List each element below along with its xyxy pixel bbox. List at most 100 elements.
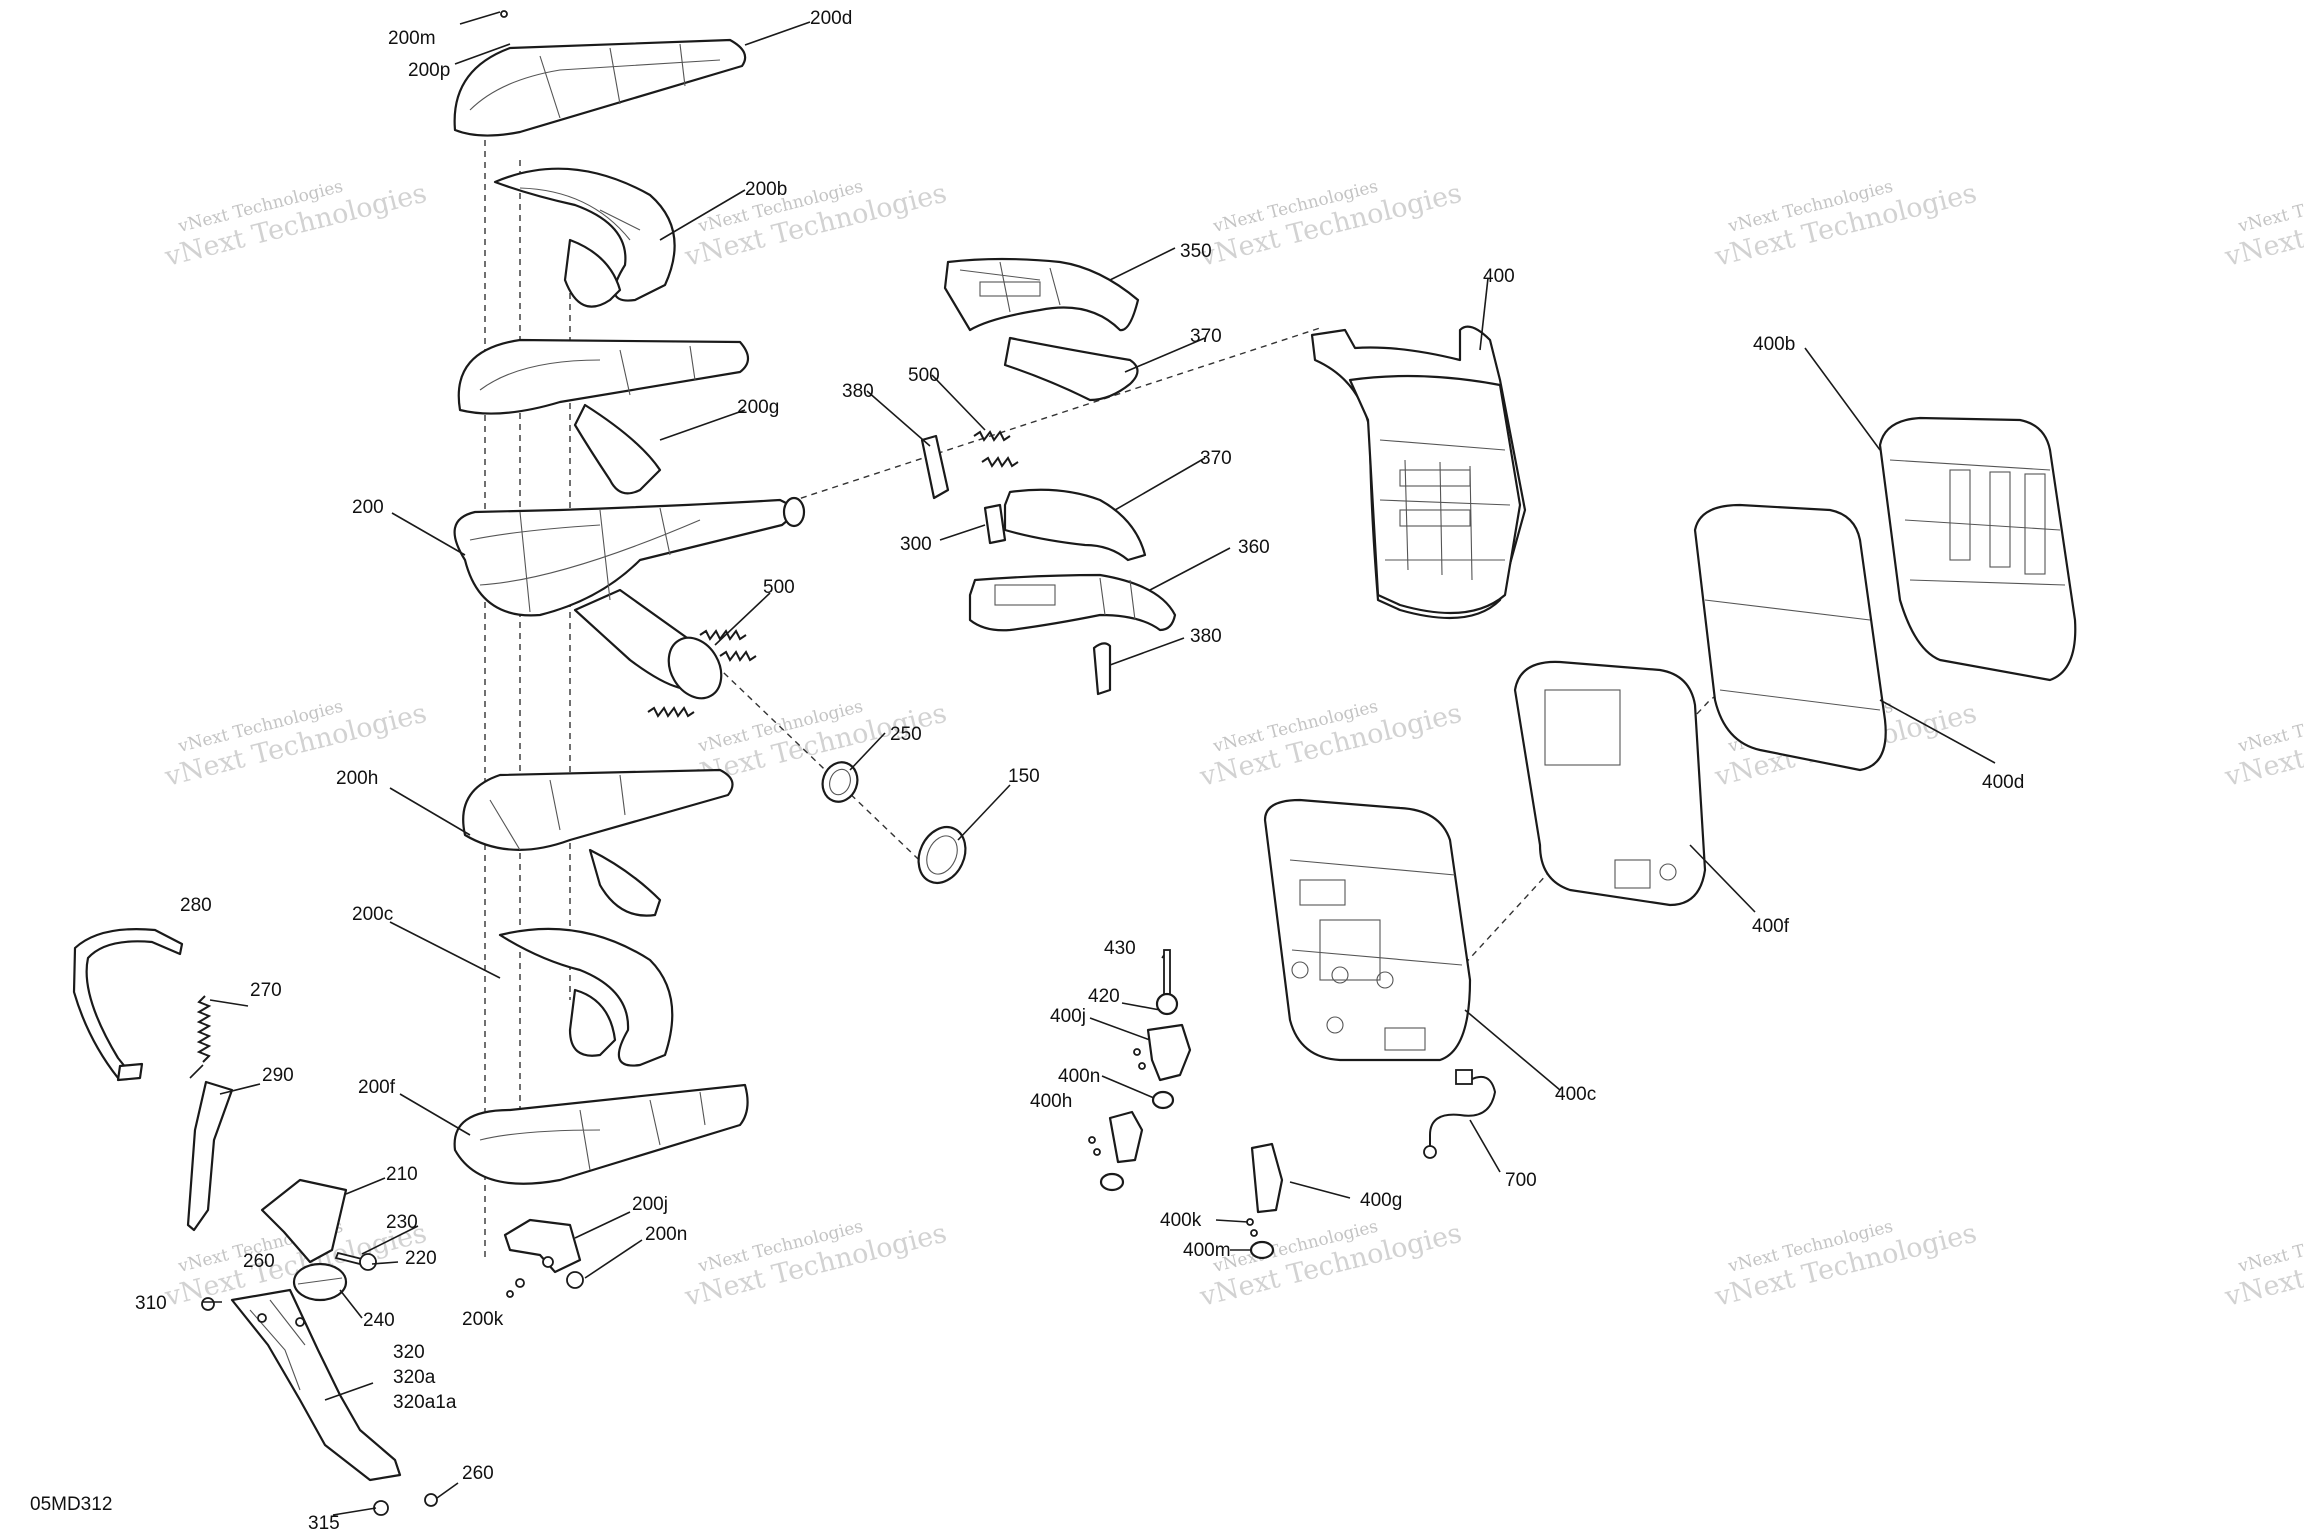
callout-label: 400n <box>1058 1066 1100 1087</box>
part-380-clip-upper <box>920 434 950 500</box>
callout-label: 200m <box>388 28 436 49</box>
watermark: vNext Technologies vNext Technologies <box>161 177 430 273</box>
callout-label: 320a <box>393 1367 436 1388</box>
watermark: vNext Technologies vNext Technologies <box>1196 177 1465 273</box>
callout-label: 400d <box>1982 772 2024 793</box>
watermark: vNext Technologies vNext Technologies <box>1711 177 1980 273</box>
callout-label: 400b <box>1753 334 1795 355</box>
callout-label: 315 <box>308 1513 340 1534</box>
part-400c-heat-shield-front <box>1263 798 1472 1062</box>
callout-label: 260 <box>462 1463 494 1484</box>
part-400d-heat-shield <box>1693 503 1887 772</box>
callout-label: 500 <box>763 577 795 598</box>
callout-label: 310 <box>135 1293 167 1314</box>
callout-label: 320 <box>393 1342 425 1363</box>
part-200b-heat-shield <box>493 167 676 308</box>
part-200g-heat-shield <box>457 338 750 495</box>
part-500-springs-upper <box>973 430 1019 468</box>
watermark: vNext Technologies vNext Technologies <box>1711 1217 1980 1313</box>
callout-label: 350 <box>1180 241 1212 262</box>
callout-label: 370 <box>1200 448 1232 469</box>
part-320-bracket-assembly <box>230 1288 402 1482</box>
part-400n-fastener <box>1151 1090 1175 1110</box>
callout-label: 200f <box>358 1077 396 1098</box>
callout-label: 200k <box>462 1309 504 1330</box>
part-240-pipe-mount <box>292 1262 348 1302</box>
part-360-coupler <box>968 573 1177 632</box>
callout-labels: 200m 200p 200d 200b 200g 200 500 500 200… <box>30 8 2024 1534</box>
callout-label: 200n <box>645 1224 687 1245</box>
leader-lines <box>189 11 1996 1516</box>
callout-label: 360 <box>1238 537 1270 558</box>
callout-label: 150 <box>1008 766 1040 787</box>
part-290-bracket <box>186 1080 234 1232</box>
part-200f-heat-shield-lower <box>453 1083 749 1185</box>
part-500-springs-lower <box>647 629 757 718</box>
callout-label: 320a1a <box>393 1392 457 1413</box>
watermark: vNext Technologies vNext Technologies <box>2221 697 2304 793</box>
callout-label: 200d <box>810 8 852 29</box>
part-200j-bracket <box>503 1218 582 1274</box>
callout-label: 400k <box>1160 1210 1202 1231</box>
guide-line <box>699 649 941 881</box>
part-380-clip-lower <box>1092 642 1112 696</box>
callout-label: 250 <box>890 724 922 745</box>
callout-label: 400c <box>1555 1084 1596 1105</box>
drawing-code: 05MD312 <box>30 1494 112 1515</box>
callout-label: 200b <box>745 179 787 200</box>
callout-label: 420 <box>1088 986 1120 1007</box>
callout-label: 270 <box>250 980 282 1001</box>
callout-label: 260 <box>243 1251 275 1272</box>
guide-line <box>779 327 1321 506</box>
callout-label: 220 <box>405 1248 437 1269</box>
callout-label: 380 <box>842 381 874 402</box>
part-400g-bracket <box>1246 1142 1284 1260</box>
part-300-clip <box>983 503 1007 545</box>
part-315-260-fasteners <box>373 1493 438 1516</box>
callout-label: 230 <box>386 1212 418 1233</box>
part-200k-fastener <box>506 1278 525 1298</box>
part-400f-heat-shield <box>1513 660 1707 907</box>
watermark: vNext Technologies vNext Technologies <box>681 177 950 273</box>
part-200n-fastener <box>566 1271 584 1289</box>
callout-label: 200j <box>632 1194 668 1215</box>
callout-label: 400 <box>1483 266 1515 287</box>
callout-label: 300 <box>900 534 932 555</box>
callout-label: 200 <box>352 497 384 518</box>
watermark: vNext Technologies vNext Technologies <box>2221 1217 2304 1313</box>
part-200-tuned-pipe <box>453 496 806 700</box>
part-230-220-bolt <box>334 1251 377 1271</box>
part-370-cover-lower <box>1003 488 1147 562</box>
part-350-coupler <box>943 257 1140 332</box>
part-400h-bracket <box>1088 1110 1144 1192</box>
part-370-cover-upper <box>1003 336 1139 402</box>
part-310-fastener <box>201 1297 215 1311</box>
part-210-bracket <box>260 1178 348 1264</box>
callout-label: 370 <box>1190 326 1222 347</box>
callout-label: 380 <box>1190 626 1222 647</box>
callout-label: 280 <box>180 895 212 916</box>
callout-label: 400f <box>1752 916 1790 937</box>
callout-label: 500 <box>908 365 940 386</box>
callout-label: 400g <box>1360 1190 1402 1211</box>
part-150-sealing-ring <box>917 826 967 884</box>
part-200h-heat-shield <box>462 768 734 917</box>
watermark: vNext Technologies vNext Technologies <box>1196 697 1465 793</box>
part-400b-heat-shield-rear <box>1878 416 2077 682</box>
callout-label: 200g <box>737 397 779 418</box>
callout-label: 400m <box>1183 1240 1231 1261</box>
part-200m-fastener <box>500 10 508 18</box>
part-280-strap <box>72 928 184 1082</box>
watermark: vNext Technologies vNext Technologies <box>2221 177 2304 273</box>
part-270-spring <box>196 995 212 1063</box>
watermark: vNext Technologies vNext Technologies <box>161 697 430 793</box>
callout-label: 240 <box>363 1310 395 1331</box>
callout-label: 400h <box>1030 1091 1072 1112</box>
part-700-sensor <box>1423 1069 1497 1159</box>
callout-label: 200p <box>408 60 450 81</box>
callout-label: 290 <box>262 1065 294 1086</box>
part-430-420-mount-bolt <box>1155 949 1179 1016</box>
part-200d-heat-shield-top <box>453 38 747 137</box>
callout-label: 200c <box>352 904 393 925</box>
